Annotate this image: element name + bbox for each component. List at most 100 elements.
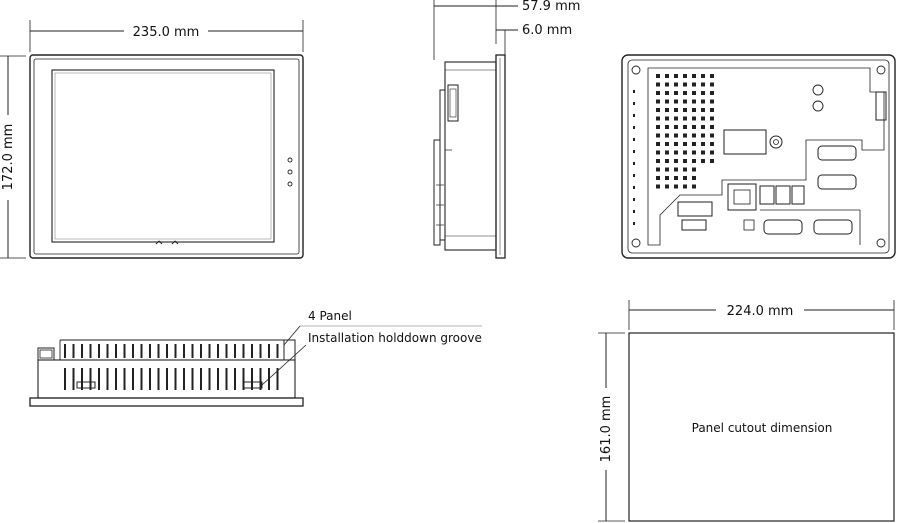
vent-hole <box>656 74 660 78</box>
vent-hole <box>656 91 660 95</box>
bottom-fin-bottom <box>89 368 92 390</box>
vent-hole <box>710 133 714 138</box>
vent-hole <box>665 74 669 78</box>
bottom-fin-top <box>225 344 228 358</box>
vent-hole <box>710 82 714 87</box>
side-bezel-label: 6.0 mm <box>522 23 572 38</box>
vent-hole <box>692 91 696 95</box>
bottom-fin-top <box>234 344 236 358</box>
bottom-fin-top <box>98 344 100 358</box>
vent-hole <box>665 82 669 87</box>
cutout-height-label: 161.0 mm <box>599 396 614 463</box>
bottom-view <box>29 325 482 407</box>
vent-hole <box>674 82 678 87</box>
bottom-fin-top <box>268 344 270 358</box>
vent-hole <box>674 99 678 104</box>
vent-hole <box>683 99 687 104</box>
vent-hole <box>683 159 687 163</box>
vent-hole <box>665 125 669 129</box>
vent-hole <box>656 99 660 104</box>
bottom-fin-top <box>217 344 219 358</box>
vent-hole <box>665 108 669 112</box>
vent-hole <box>710 99 714 104</box>
vent-hole <box>674 91 678 95</box>
vent-grid <box>656 74 714 189</box>
vent-hole <box>674 108 678 112</box>
bottom-fin-top <box>132 344 134 358</box>
bottom-fin-bottom <box>140 368 143 390</box>
vent-hole <box>656 159 660 163</box>
vent-hole <box>674 167 678 172</box>
vent-hole <box>674 142 678 146</box>
cutout-view <box>598 300 895 522</box>
vent-hole <box>683 125 687 129</box>
vent-hole <box>656 150 660 155</box>
bottom-fin-top <box>64 344 66 358</box>
vent-hole <box>710 91 714 95</box>
vent-hole <box>701 150 705 155</box>
rear-view <box>621 54 896 259</box>
vent-hole <box>665 184 669 189</box>
cutout-width-label: 224.0 mm <box>727 304 794 319</box>
vent-hole <box>683 91 687 95</box>
vent-hole <box>701 116 705 121</box>
bottom-fin-bottom <box>174 368 177 390</box>
bottom-fin-top <box>89 344 92 358</box>
vent-hole <box>683 116 687 121</box>
bottom-fin-bottom <box>132 368 134 390</box>
vent-hole <box>692 142 696 146</box>
bottom-fin-bottom <box>166 368 168 390</box>
vent-hole <box>683 108 687 112</box>
vent-hole <box>674 176 678 180</box>
bottom-fin-bottom <box>200 368 202 390</box>
vent-hole <box>683 150 687 155</box>
vent-hole <box>701 159 705 163</box>
vent-hole <box>683 82 687 87</box>
vent-hole <box>701 74 705 78</box>
vent-hole <box>665 150 669 155</box>
vent-hole <box>674 150 678 155</box>
bottom-fin-top <box>166 344 168 358</box>
bottom-fin-bottom <box>217 368 219 390</box>
vent-hole <box>692 159 696 163</box>
vent-hole <box>656 167 660 172</box>
vent-hole <box>665 159 669 163</box>
vent-hole <box>710 150 714 155</box>
vent-hole <box>656 116 660 121</box>
vent-hole <box>665 99 669 104</box>
bottom-fin-top <box>191 344 194 358</box>
vent-hole <box>692 150 696 155</box>
vent-hole <box>674 133 678 138</box>
vent-hole <box>701 82 705 87</box>
vent-hole <box>683 176 687 180</box>
vent-hole <box>683 74 687 78</box>
bottom-fin-bottom <box>149 368 151 390</box>
bottom-fin-bottom <box>183 368 185 390</box>
vent-hole <box>710 108 714 112</box>
bottom-fin-bottom <box>234 368 236 390</box>
bottom-fin-top <box>106 344 109 358</box>
vent-hole <box>692 99 696 104</box>
bottom-fin-top <box>259 344 262 358</box>
vent-hole <box>665 142 669 146</box>
vent-hole <box>683 167 687 172</box>
bottom-fin-bottom <box>115 368 117 390</box>
vent-hole <box>665 176 669 180</box>
bottom-fin-top <box>174 344 177 358</box>
bottom-fin-bottom <box>225 368 228 390</box>
bottom-fin-bottom <box>259 368 262 390</box>
bottom-fin-top <box>123 344 126 358</box>
vent-hole <box>701 142 705 146</box>
vent-hole <box>710 116 714 121</box>
vent-hole <box>692 184 696 189</box>
vent-hole <box>656 142 660 146</box>
vent-hole <box>683 133 687 138</box>
vent-hole <box>710 142 714 146</box>
bottom-fin-bottom <box>157 368 160 390</box>
vent-hole <box>665 167 669 172</box>
vent-hole <box>710 125 714 129</box>
vent-hole <box>656 108 660 112</box>
bottom-fins <box>64 344 279 390</box>
holddown-label: Installation holddown groove <box>308 331 482 345</box>
